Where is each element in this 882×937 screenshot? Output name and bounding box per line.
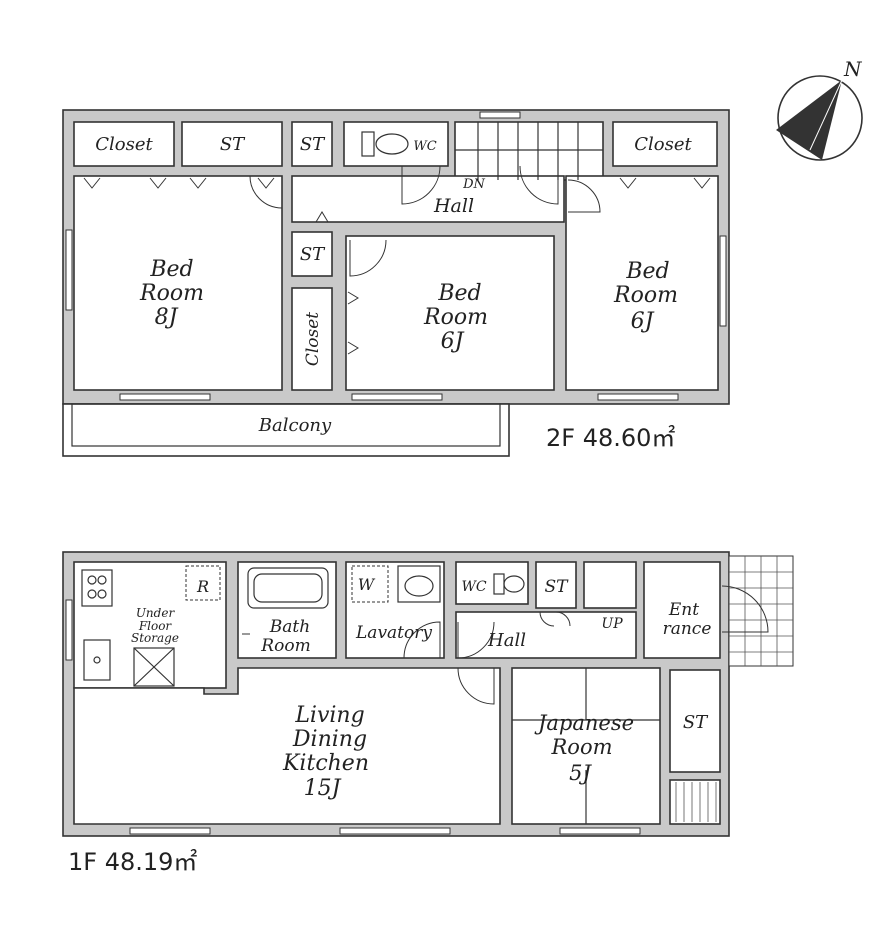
f1-step-grille: [675, 782, 717, 822]
f1-toilet-icon: [493, 573, 525, 595]
f1-ldk-line2: Dining: [292, 727, 367, 752]
f2-balcony-inner: [71, 403, 501, 447]
f1-st-1-label: ST: [545, 577, 570, 597]
f1-ldk-line1: Living: [294, 703, 364, 728]
f1-porch-tiles: [728, 555, 794, 667]
f2-bed-left-line3: 8J: [155, 305, 179, 330]
f1-windows: [65, 599, 641, 835]
compass: N: [776, 57, 863, 161]
f1-hall: [455, 611, 637, 659]
f1-washbasin-icon: [397, 565, 441, 603]
f2-st-2: [291, 121, 333, 167]
f2-windows: [65, 111, 727, 401]
f1-under-line3: Storage: [131, 631, 179, 645]
f1-w-label: W: [358, 575, 376, 594]
f2-bed-left-line2: Room: [139, 281, 204, 306]
f1-stove-icon: [81, 569, 113, 607]
f1-step-area: [669, 779, 721, 825]
f2-wc: [343, 121, 449, 167]
f2-dn-label: DN: [462, 177, 485, 192]
f1-entrance: [643, 561, 721, 659]
f1-area-label: 1F 48.19㎡: [68, 848, 197, 876]
f1-jp-line1: Japanese: [534, 711, 634, 735]
compass-north-label: N: [843, 57, 863, 81]
f1-stairs: [583, 561, 637, 609]
f2-doors: [83, 165, 711, 355]
f1-washer-icon: [351, 565, 389, 603]
f1-st-2-label: ST: [683, 712, 709, 733]
f2-st-3: [291, 231, 333, 277]
f2-bed-right-line3: 6J: [631, 309, 655, 334]
f2-balcony-outer: [62, 403, 510, 457]
f2-hall-label: Hall: [433, 195, 474, 217]
f2-bed-left-line1: Bed: [149, 257, 193, 282]
f1-bath-line1: Bath: [269, 617, 310, 637]
f1-underfloor-hatch-icon: [133, 647, 175, 687]
f1-r-label: R: [196, 577, 209, 596]
f1-wc-label: WC: [461, 579, 486, 595]
f1-st-2: [669, 669, 721, 773]
f1-under-line2: Floor: [138, 619, 173, 633]
f1-hall-label: Hall: [487, 630, 526, 651]
f2-stairs: [454, 121, 604, 181]
f2-area-label: 2F 48.60㎡: [546, 424, 675, 452]
f2-closet-right-label: Closet: [634, 134, 692, 155]
f1-jp-line2: Room: [550, 735, 612, 759]
f2-closet-left: [73, 121, 175, 167]
f2-st-1-label: ST: [220, 134, 246, 155]
f1-st-1: [535, 561, 577, 609]
f2-bed-right-line2: Room: [613, 283, 678, 308]
f2-closet-vertical-label: Closet: [303, 312, 323, 366]
compass-needle-icon: [776, 80, 842, 160]
f2-bed-mid-line3: 6J: [441, 329, 465, 354]
f1-ent-line2: rance: [663, 619, 712, 639]
f1-lavatory-label: Lavatory: [355, 623, 432, 643]
f2-bedroom-mid: [345, 235, 555, 391]
f1-ent-line1: Ent: [668, 600, 699, 620]
f1-bath-room: [237, 561, 337, 659]
f1-up-label: UP: [601, 616, 623, 632]
f1-tatami-lines: [512, 668, 660, 824]
f2-bedroom-left: [73, 175, 283, 391]
f2-hall: [291, 175, 565, 223]
f1-ldk: [73, 667, 501, 825]
f1-ldk-line3: Kitchen: [282, 751, 369, 776]
f2-stair-treads: [455, 122, 603, 180]
f2-st-3-label: ST: [300, 244, 326, 265]
f1-fridge-icon: [185, 565, 221, 601]
floor1-plan: R Under Floor Storage Bath Room W Lavato…: [62, 551, 794, 876]
f2-balcony-label: Balcony: [258, 415, 332, 436]
f2-closet-vertical: [291, 287, 333, 391]
f2-closet-right: [612, 121, 718, 167]
f1-jp-line3: 5J: [569, 761, 592, 785]
f2-st-2-label: ST: [300, 134, 326, 155]
f1-bath-line2: Room: [260, 636, 310, 656]
f1-doors: [242, 585, 769, 705]
f1-under-line1: Under: [136, 606, 176, 620]
f1-bathtub-icon: [247, 567, 329, 609]
f1-sink-icon: [83, 639, 111, 681]
f1-ldk-line4: 15J: [304, 776, 342, 801]
f2-wc-label: WC: [413, 139, 436, 154]
f2-st-1: [181, 121, 283, 167]
compass-needle-line: [809, 79, 843, 151]
f2-toilet-icon: [361, 131, 409, 157]
f1-wc: [455, 561, 529, 605]
floor2-plan: Closet ST ST WC DN Hall Closet Bed Room …: [62, 109, 730, 457]
f2-bed-mid-line2: Room: [423, 305, 488, 330]
f2-bed-right-line1: Bed: [625, 259, 669, 284]
f2-closet-left-label: Closet: [95, 134, 153, 155]
f2-bed-mid-line1: Bed: [437, 281, 481, 306]
